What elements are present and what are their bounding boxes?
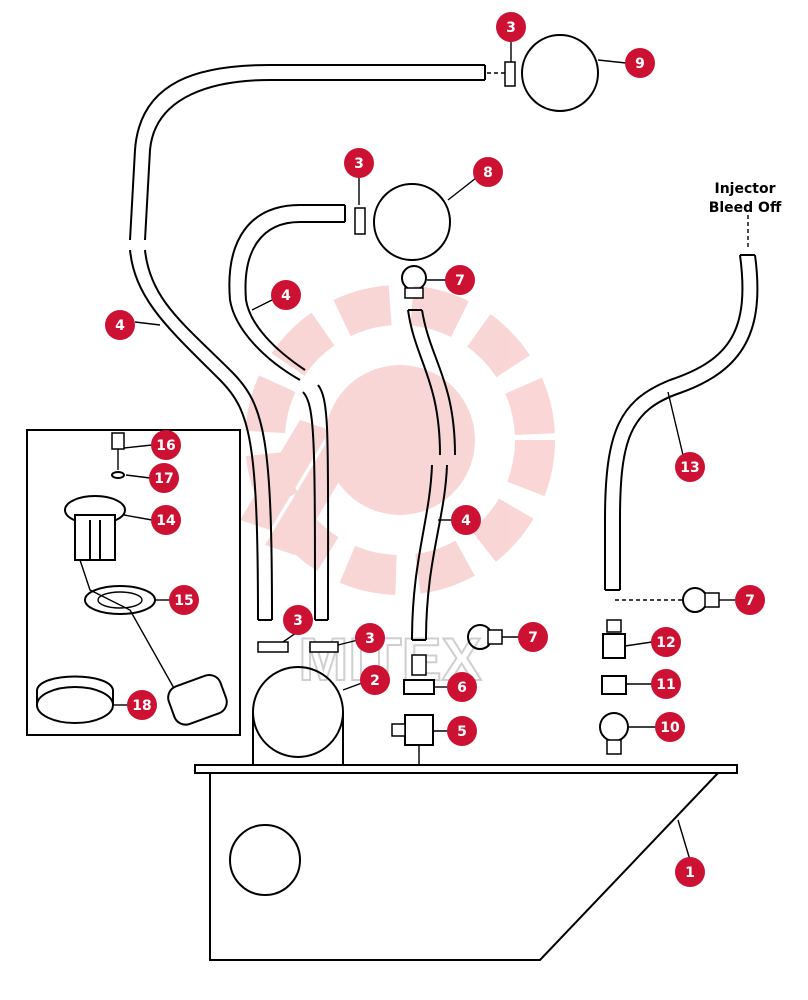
callout-3-top: 3 — [496, 12, 526, 42]
callout-3-lower-right: 3 — [355, 623, 385, 653]
svg-text:16: 16 — [156, 438, 175, 454]
svg-text:3: 3 — [354, 156, 364, 172]
svg-text:18: 18 — [132, 698, 151, 714]
hose-long — [129, 64, 486, 621]
svg-text:13: 13 — [680, 460, 699, 476]
hose-center — [407, 309, 456, 641]
valve-5 — [391, 714, 434, 765]
callout-7-right: 7 — [735, 585, 765, 615]
svg-text:1: 1 — [685, 865, 695, 881]
watermark-logo — [240, 285, 555, 595]
svg-text:11: 11 — [656, 677, 675, 693]
part-3-screw-left — [257, 641, 289, 653]
fitting-11 — [601, 675, 627, 695]
inset-box — [26, 429, 241, 736]
svg-text:14: 14 — [156, 513, 176, 529]
svg-text:17: 17 — [154, 471, 173, 487]
leader-lines — [113, 40, 735, 861]
svg-text:9: 9 — [635, 56, 645, 72]
callout-16: 16 — [151, 430, 181, 460]
part-9-circle — [521, 34, 599, 112]
callout-12: 12 — [651, 627, 681, 657]
fuel-cap — [36, 675, 114, 724]
clamp-7-top — [401, 265, 427, 299]
fuel-tank — [194, 764, 738, 961]
hose-injector — [604, 254, 759, 591]
part-3-screw-mid — [354, 207, 366, 235]
callout-13: 13 — [675, 452, 705, 482]
svg-text:3: 3 — [506, 20, 516, 36]
callout-4-left: 4 — [105, 310, 135, 340]
callout-10: 10 — [655, 712, 685, 742]
callout-6: 6 — [447, 672, 477, 702]
svg-text:15: 15 — [174, 593, 193, 609]
callout-5: 5 — [447, 716, 477, 746]
svg-text:12: 12 — [656, 635, 675, 651]
callout-3-mid: 3 — [344, 148, 374, 178]
callout-4-center: 4 — [451, 505, 481, 535]
injector-label-line2: Bleed Off — [709, 200, 782, 216]
callout-8: 8 — [473, 157, 503, 187]
fuel-pump-assembly — [64, 432, 228, 726]
svg-text:4: 4 — [115, 318, 125, 334]
injector-label-line1: Injector — [715, 181, 776, 197]
svg-text:4: 4 — [461, 513, 471, 529]
callout-1: 1 — [675, 857, 705, 887]
part-3-screw-right — [309, 641, 339, 653]
callout-7-top: 7 — [445, 265, 475, 295]
svg-text:8: 8 — [483, 165, 493, 181]
callout-18: 18 — [127, 690, 157, 720]
fitting-10 — [599, 712, 629, 755]
callout-17: 17 — [149, 463, 179, 493]
fitting-12 — [602, 619, 626, 659]
part-2-sender — [252, 666, 344, 765]
svg-text:4: 4 — [281, 288, 291, 304]
callout-2: 2 — [360, 665, 390, 695]
callout-4-mid: 4 — [271, 280, 301, 310]
part-3-screw-top — [504, 61, 516, 87]
svg-text:5: 5 — [457, 724, 467, 740]
callout-7-center: 7 — [518, 622, 548, 652]
callout-15: 15 — [169, 585, 199, 615]
svg-text:6: 6 — [457, 680, 467, 696]
svg-text:7: 7 — [528, 630, 538, 646]
svg-text:7: 7 — [455, 273, 465, 289]
clamp-7-right — [615, 587, 720, 613]
svg-text:3: 3 — [293, 613, 303, 629]
callout-3-lower-left: 3 — [283, 605, 313, 635]
svg-text:2: 2 — [370, 673, 380, 689]
callout-11: 11 — [651, 669, 681, 699]
callout-9: 9 — [625, 48, 655, 78]
part-8-circle — [373, 183, 451, 261]
callouts: 3 9 3 8 7 4 4 4 13 16 17 14 15 18 3 3 2 … — [105, 12, 765, 887]
svg-text:3: 3 — [365, 631, 375, 647]
hose-mid — [228, 204, 346, 621]
callout-14: 14 — [151, 505, 181, 535]
svg-text:7: 7 — [745, 593, 755, 609]
svg-text:10: 10 — [660, 720, 680, 736]
